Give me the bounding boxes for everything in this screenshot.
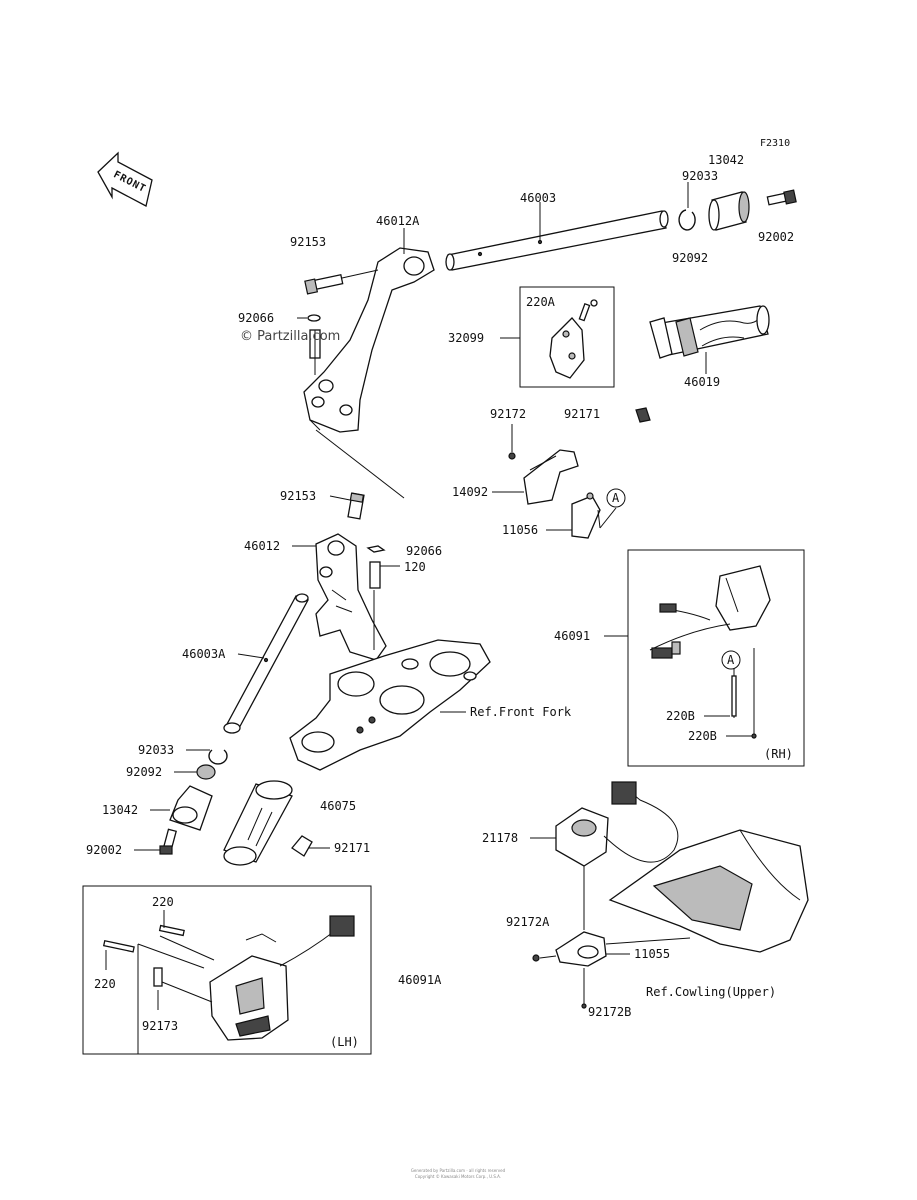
bar-end-weight-right [708,191,750,231]
handlebar-holder-lower [315,533,387,661]
callout-13042-bot: 13042 [102,803,138,817]
handlebar-pipe-right [445,210,669,271]
callout-32099: 32099 [448,331,484,345]
clamp-32099 [549,299,598,379]
switch-housing-right [649,565,771,659]
callout-46012: 46012 [244,539,280,553]
callout-220b-2: 220B [688,729,717,743]
cover-14092 [523,449,579,505]
callout-92172b: 92172B [588,1005,631,1019]
triple-clamp [289,639,491,771]
callout-11055: 11055 [634,947,670,961]
screw-220-b [102,939,135,953]
callout-46019: 46019 [684,375,720,389]
box-32099 [519,286,615,388]
watermark: © Partzilla.com [240,329,340,344]
lh-label: (LH) [330,1035,359,1049]
callout-46091: 46091 [554,629,590,643]
callout-92172: 92172 [490,407,526,421]
callout-46003: 46003 [520,191,556,205]
callout-92033-bot: 92033 [138,743,174,757]
handlebar-holder-upper [303,247,435,433]
callout-14092: 14092 [452,485,488,499]
bolt-92002-top [766,189,797,206]
callout-92173: 92173 [142,1019,178,1033]
copyright-line-2: Copyright © Kawasaki Motors Corp., U.S.A… [415,1174,501,1179]
callout-92171-bot: 92171 [334,841,370,855]
callout-92172a: 92172A [506,915,550,929]
cowling-upper [608,829,809,953]
callout-92153-top: 92153 [290,235,326,249]
callout-92002-bot: 92002 [86,843,122,857]
callout-21178: 21178 [482,831,518,845]
bracket-11055 [555,931,607,967]
part-92173 [153,967,163,987]
circle-a-rh [721,650,741,670]
callout-92092-top: 92092 [672,251,708,265]
box-46091 [627,549,805,767]
copyright-line-1: Generated by Partzilla.com · all rights … [411,1168,506,1173]
callout-92066-mid: 92066 [406,544,442,558]
callout-92066-top: 92066 [238,311,274,325]
screw-220-a [158,924,185,937]
handlebar-pipe-left [223,593,309,734]
bolt-92153-top [304,273,344,295]
callout-92092-bot: 92092 [126,765,162,779]
callout-120: 120 [404,560,426,574]
bracket-11056 [571,492,601,539]
callout-220-1: 220 [152,895,174,909]
circle-a-top [606,488,626,508]
grip-left [223,780,293,866]
callout-11056: 11056 [502,523,538,537]
callout-46091a: 46091A [398,973,442,987]
callout-220a: 220A [526,295,556,309]
callout-220b-1: 220B [666,709,695,723]
grip-right [649,305,770,359]
callout-92153-mid: 92153 [280,489,316,503]
circle-a-rh-label: A [727,653,735,667]
figure-code: F2310 [760,138,790,149]
callout-92033-top: 92033 [682,169,718,183]
front-arrow-icon: FRONT [97,151,153,207]
box-46091a [82,885,372,1055]
callout-46075: 46075 [320,799,356,813]
circle-a-top-label: A [612,491,620,505]
callout-92171-top: 92171 [564,407,600,421]
ref-cowling-label: Ref.Cowling(Upper) [646,985,776,999]
part-21178 [555,781,679,867]
callout-13042-top: 13042 [708,153,744,167]
bolt-92153-mid [347,492,365,520]
switch-housing-left [209,915,355,1041]
callout-92002-top: 92002 [758,230,794,244]
callout-220-2: 220 [94,977,116,991]
rh-label: (RH) [764,747,793,761]
bar-end-weight-left [169,785,213,831]
callout-46012a: 46012A [376,214,420,228]
ref-front-fork-label: Ref.Front Fork [470,705,572,719]
callout-46003a: 46003A [182,647,226,661]
